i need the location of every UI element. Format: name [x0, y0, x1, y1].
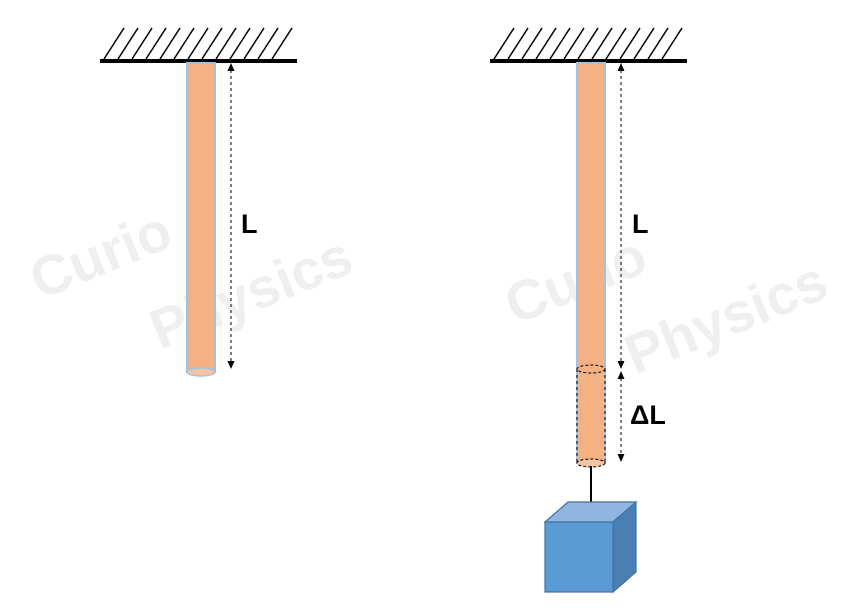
rod-extension: [576, 364, 606, 468]
hanging-block: [543, 500, 638, 594]
length-arrow-right: [617, 63, 625, 369]
ceiling-left: [100, 27, 297, 63]
extension-arrow: [617, 371, 625, 462]
watermark-right: Curio Physics: [496, 223, 836, 386]
length-arrow-left: [227, 63, 235, 369]
right-setup: L ΔL: [490, 27, 687, 594]
length-label-left: L: [241, 209, 258, 239]
ceiling-right: [490, 27, 687, 63]
extension-label: ΔL: [630, 400, 666, 430]
watermark-text-curio-left: Curio: [21, 198, 180, 311]
length-label-right: L: [632, 209, 649, 239]
left-setup: L: [100, 27, 297, 377]
watermark-text-curio-right: Curio: [496, 223, 655, 336]
block-front-face: [544, 521, 614, 593]
rod-left: [186, 62, 216, 377]
rod-right: [576, 62, 606, 370]
